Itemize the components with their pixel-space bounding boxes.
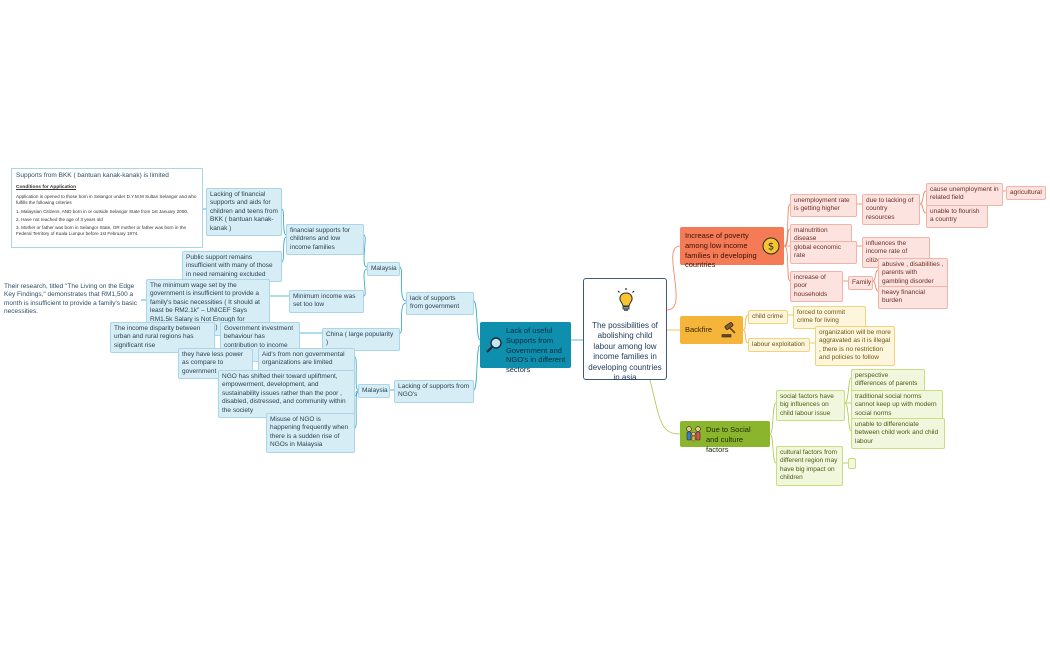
lightbulb-icon bbox=[617, 288, 635, 311]
topic-lack-of-support[interactable]: Lack of useful Supports from Government … bbox=[480, 322, 571, 374]
dollar-coin-icon: $ bbox=[762, 237, 780, 255]
research-note: Their research, titled "The Living on th… bbox=[4, 283, 137, 316]
global-economic-rate[interactable]: global economic rate bbox=[790, 241, 857, 264]
unable-flourish[interactable]: unable to flourish a country bbox=[926, 205, 988, 228]
child-crime[interactable]: child crime bbox=[748, 310, 788, 325]
empty-topic[interactable] bbox=[848, 458, 856, 469]
central-topic[interactable]: The possibilities of abolishing child la… bbox=[583, 278, 667, 382]
topic-backfire[interactable]: Backfire bbox=[680, 316, 743, 344]
social-title: Due to Social and culture factors bbox=[706, 425, 751, 454]
poor-households[interactable]: increase of poor households bbox=[790, 271, 843, 303]
topic-social-culture[interactable]: Due to Social and culture factors bbox=[680, 421, 770, 454]
poverty-title: Increase of poverty among low income fam… bbox=[685, 231, 757, 270]
traditional-norms[interactable]: traditional social norms cannot keep up … bbox=[851, 390, 943, 422]
heavy-financial-burden[interactable]: heavy financial burden bbox=[878, 286, 948, 309]
svg-text:$: $ bbox=[768, 242, 774, 253]
bkk-detail-card[interactable]: Supports from BKK ( bantuan kanak-kanak)… bbox=[11, 168, 203, 248]
agricultural[interactable]: agricultural bbox=[1006, 186, 1046, 201]
unemployment-rate[interactable]: unemployment rate is getting higher bbox=[790, 194, 857, 217]
abusive-disabilities[interactable]: abusive , disabilities , parents with ga… bbox=[878, 258, 948, 290]
lack-ngo-support[interactable]: Lacking of supports from NGO's bbox=[394, 380, 474, 403]
cultural-factors[interactable]: cultural factors from different region m… bbox=[776, 446, 843, 486]
gov-public-support[interactable]: Public support remains insufficient with… bbox=[182, 251, 282, 283]
cause-unemployment[interactable]: cause unemployment in related field bbox=[926, 183, 1003, 206]
central-title: The possibilities of abolishing child la… bbox=[588, 321, 662, 382]
income-disparity[interactable]: The income disparity between urban and r… bbox=[110, 322, 215, 354]
lack-gov-support[interactable]: lack of supports from government bbox=[406, 292, 474, 315]
social-factors[interactable]: social factors have big influences on ch… bbox=[776, 390, 845, 422]
ngo-malaysia[interactable]: Malaysia bbox=[358, 384, 390, 399]
topic-poverty[interactable]: Increase of poverty among low income fam… bbox=[680, 227, 784, 269]
magnifier-icon bbox=[486, 337, 502, 353]
unable-differentiate[interactable]: unable to differenciate between child wo… bbox=[851, 418, 945, 450]
family[interactable]: Family bbox=[848, 276, 873, 291]
family-icon bbox=[686, 426, 701, 442]
gov-min-income[interactable]: Minimum income was set too low bbox=[289, 290, 364, 313]
gavel-icon bbox=[721, 322, 736, 338]
due-lacking-resources[interactable]: due to lacking of country resources bbox=[862, 194, 920, 226]
ngo-aids-limited[interactable]: Aid's from non governmental organization… bbox=[258, 348, 355, 371]
bkk-heading: Conditions for Application bbox=[16, 184, 77, 190]
bkk-title: Supports from BKK ( bantuan kanak-kanak)… bbox=[16, 172, 169, 179]
ngo-shifted[interactable]: NGO has shifted their toward upliftment,… bbox=[218, 370, 355, 419]
gov-lacking-aids[interactable]: Lacking of financial supports and aids f… bbox=[206, 188, 282, 237]
gov-malaysia[interactable]: Malaysia bbox=[367, 262, 400, 277]
backfire-title: Backfire bbox=[685, 325, 713, 334]
ngo-misuse[interactable]: Misuse of NGO is happening frequently wh… bbox=[266, 413, 355, 453]
lack-support-title: Lack of useful Supports from Government … bbox=[506, 326, 566, 374]
gov-financial[interactable]: financial supports for childrens and low… bbox=[286, 224, 364, 256]
org-aggravated[interactable]: organization will be more aggravated as … bbox=[815, 326, 895, 366]
bkk-criteria-1: 1. Malaysian Citizens, AND born in or ou… bbox=[16, 208, 189, 214]
bkk-criteria-2: 2. Have not reached the age of 3 years o… bbox=[16, 216, 103, 222]
bkk-criteria-3: 3. Mother or father was born in Selangor… bbox=[16, 224, 187, 237]
gov-china[interactable]: China ( large popularity ) bbox=[322, 328, 400, 351]
bkk-intro: Application is opened to those born in S… bbox=[16, 194, 197, 206]
labour-exploitation[interactable]: labour exploitation bbox=[748, 338, 810, 353]
perspective-differences[interactable]: perspective differences of parents bbox=[851, 369, 925, 392]
